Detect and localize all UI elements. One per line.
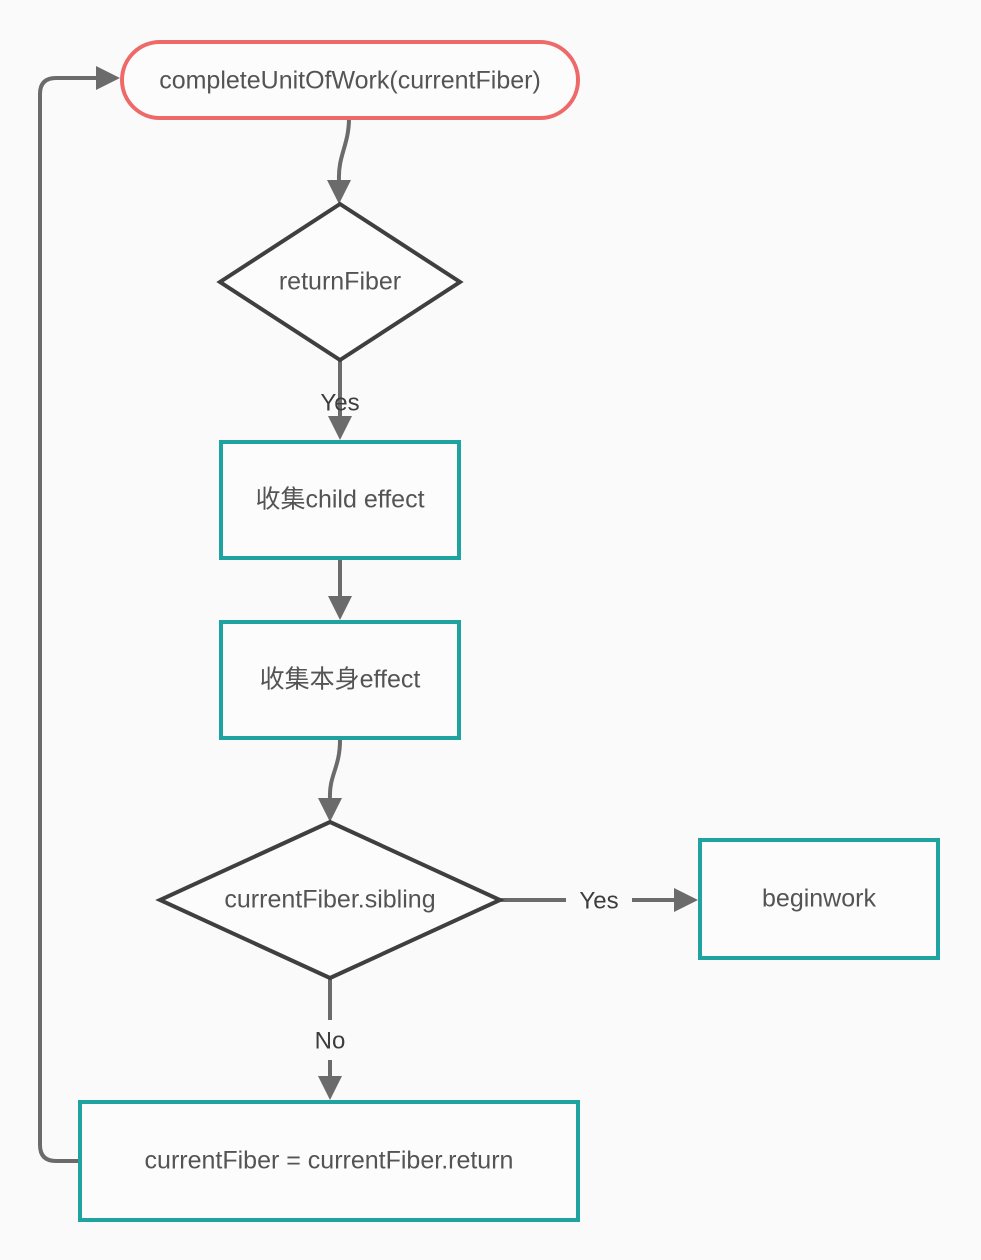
node-label-returnfiber: returnFiber [279, 268, 401, 296]
edge-start-to-returnfiber [327, 117, 351, 204]
node-process-collect-self-effect[interactable]: 收集本身effect [219, 620, 461, 740]
node-shape-rect [219, 440, 461, 560]
arrow-head-icon [327, 180, 351, 204]
edge-label-no-sibling: No [315, 1027, 346, 1054]
node-shape-diamond [155, 819, 505, 981]
edge-label-yes-sibling: Yes [579, 887, 618, 914]
node-process-collect-child-effect[interactable]: 收集child effect [219, 440, 461, 560]
edge-collect-self-to-sibling [318, 739, 342, 822]
node-decision-returnfiber[interactable]: returnFiber [216, 201, 464, 363]
node-label-collect-child-effect: 收集child effect [255, 486, 424, 514]
node-shape-diamond [216, 201, 464, 363]
node-shape-rect [219, 620, 461, 740]
node-shape-stadium [120, 40, 580, 120]
node-start-complete-unit-of-work[interactable]: completeUnitOfWork(currentFiber) [120, 40, 580, 120]
edge-loopback-to-start [38, 66, 120, 1163]
node-process-beginwork[interactable]: beginwork [698, 838, 940, 960]
node-shape-rect [78, 1100, 580, 1222]
node-label-currentfiber-sibling: currentFiber.sibling [224, 886, 435, 914]
edge-line [327, 739, 342, 799]
edge-returnfiber-to-collect-child [328, 360, 352, 440]
node-label-currentfiber-return: currentFiber = currentFiber.return [145, 1147, 514, 1175]
arrow-head-icon [674, 888, 698, 912]
arrow-head-icon [318, 1076, 342, 1100]
arrow-head-icon [328, 416, 352, 440]
edge-line [38, 76, 96, 1163]
edge-sibling-to-currentfiber-return [318, 978, 342, 1100]
edge-sibling-to-beginwork [500, 888, 698, 912]
node-process-currentfiber-return[interactable]: currentFiber = currentFiber.return [78, 1100, 580, 1222]
edge-label-yes-returnfiber: Yes [320, 389, 359, 416]
node-label-start: completeUnitOfWork(currentFiber) [159, 67, 541, 95]
node-label-beginwork: beginwork [762, 885, 876, 913]
edge-line [336, 117, 351, 181]
arrow-head-icon [328, 596, 352, 620]
node-shape-rect [698, 838, 940, 960]
arrow-head-icon [96, 66, 120, 90]
node-decision-currentfiber-sibling[interactable]: currentFiber.sibling [155, 819, 505, 981]
arrow-head-icon [318, 798, 342, 822]
edge-collect-child-to-collect-self [328, 560, 352, 620]
node-label-collect-self-effect: 收集本身effect [260, 666, 421, 694]
